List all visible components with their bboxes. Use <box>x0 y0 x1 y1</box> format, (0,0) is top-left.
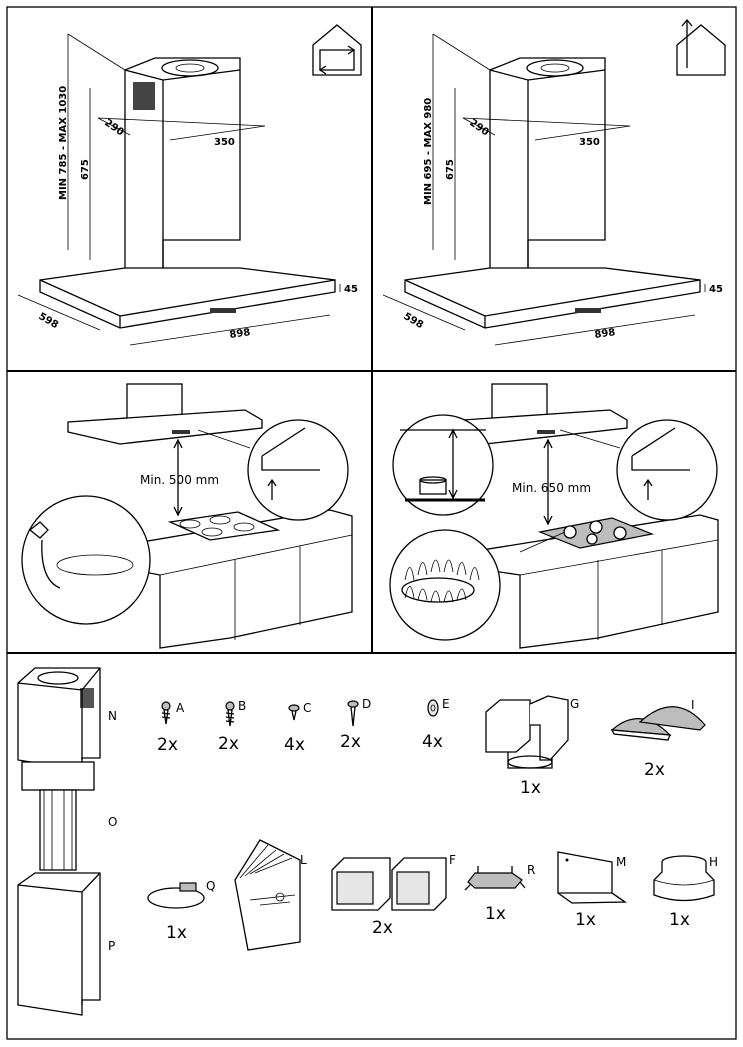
part-r: R 1x <box>464 863 535 924</box>
part-count: 4x <box>284 735 305 755</box>
hood-depth-label: 598 <box>402 311 426 331</box>
screw-icon <box>347 700 359 727</box>
bracket-icon <box>464 866 526 891</box>
duct-adapter-icon <box>331 857 447 911</box>
part-count: 1x <box>669 910 690 930</box>
chimney-width-label: 350 <box>579 137 600 148</box>
washer-icon <box>427 699 439 717</box>
part-letter: B <box>238 699 246 713</box>
chimney-width-label: 350 <box>214 137 235 148</box>
hood-depth-label: 598 <box>37 311 61 331</box>
detail-magnifier <box>21 495 151 625</box>
panel-electric-hob-distance: Min. 500 mm <box>21 383 353 649</box>
part-d: D 2x <box>340 697 371 752</box>
part-letter: L <box>300 853 307 867</box>
wall-plate-icon <box>557 851 628 904</box>
part-letter: A <box>176 701 185 715</box>
part-f: F 2x <box>331 853 456 938</box>
min-distance-label: Min. 500 mm <box>140 473 219 487</box>
height-range-label: MIN 785 - MAX 1030 <box>58 86 69 200</box>
part-letter: F <box>449 853 456 867</box>
part-m: M 1x <box>557 851 628 930</box>
chimney-depth-label: 290 <box>102 117 125 138</box>
part-count: 2x <box>157 735 178 755</box>
part-count: 1x <box>520 778 541 798</box>
parts-panel: N O P A 2x B 2x C 4x <box>17 667 718 1016</box>
chimney-parts <box>17 667 101 1016</box>
part-letter: D <box>362 697 371 711</box>
screw-icon <box>161 701 171 725</box>
part-q: Q 1x <box>147 879 215 943</box>
detail-magnifier <box>559 419 718 521</box>
part-label-o: O <box>108 815 117 829</box>
extraction-house-icon <box>676 18 726 76</box>
gas-hob-icon <box>537 517 655 549</box>
hood-height-label: 45 <box>344 284 358 295</box>
part-count: 4x <box>422 732 443 752</box>
part-label-n: N <box>108 709 117 723</box>
panel-dimensions-recirculation: MIN 785 - MAX 1030 290 350 675 45 598 89… <box>17 24 362 346</box>
panel-frame <box>6 6 737 1040</box>
hood-width-label: 898 <box>229 327 251 341</box>
deflector-icon <box>485 695 569 769</box>
hood-width-label: 898 <box>594 327 616 341</box>
hood-canopy <box>404 267 701 329</box>
detail-magnifier <box>197 419 349 521</box>
part-g: G 1x <box>485 695 579 798</box>
panel-gas-hob-distance: Min. 650 mm <box>389 383 719 649</box>
hose-clamp-icon <box>147 882 205 909</box>
panel-dimensions-extraction: MIN 695 - MAX 980 290 350 675 45 598 898 <box>382 18 726 346</box>
part-count: 1x <box>166 923 187 943</box>
screw-icon <box>288 704 300 721</box>
part-c: C 4x <box>284 701 311 755</box>
recirculation-house-icon <box>312 24 362 76</box>
part-letter: G <box>570 697 579 711</box>
part-letter: M <box>616 855 626 869</box>
detail-magnifier <box>392 414 494 516</box>
hood-height-label: 45 <box>709 284 723 295</box>
hood-canopy <box>39 267 336 329</box>
screw-icon <box>225 701 235 727</box>
lower-height-label: 675 <box>80 159 91 180</box>
part-letter: E <box>442 697 450 711</box>
part-a: A 2x <box>157 701 185 755</box>
dimension-lines <box>382 33 706 346</box>
part-letter: Q <box>206 879 215 893</box>
part-count: 1x <box>485 904 506 924</box>
detail-magnifier <box>389 529 566 641</box>
part-count: 2x <box>372 918 393 938</box>
chimney-upper <box>489 57 606 301</box>
part-label-p: P <box>108 939 115 953</box>
dimension-lines <box>17 33 341 346</box>
part-l: L <box>234 839 307 951</box>
part-count: 2x <box>644 760 665 780</box>
lower-height-label: 675 <box>445 159 456 180</box>
chimney-depth-label: 290 <box>467 117 490 138</box>
part-letter: I <box>691 698 695 712</box>
flange-icon <box>653 855 715 902</box>
electric-hob-icon <box>167 511 281 541</box>
manual-booklet-icon <box>234 839 301 951</box>
height-range-label: MIN 695 - MAX 980 <box>423 98 434 205</box>
part-e: E 4x <box>422 697 450 752</box>
part-letter: H <box>709 855 718 869</box>
part-h: H 1x <box>653 855 718 930</box>
min-distance-label: Min. 650 mm <box>512 481 591 495</box>
part-count: 2x <box>340 732 361 752</box>
part-count: 1x <box>575 910 596 930</box>
part-letter: C <box>303 701 311 715</box>
part-b: B 2x <box>218 699 246 754</box>
part-letter: R <box>527 863 535 877</box>
part-i: I 2x <box>610 698 706 780</box>
chimney-upper <box>124 57 241 301</box>
half-disc-filter-icon <box>610 706 706 741</box>
part-count: 2x <box>218 734 239 754</box>
